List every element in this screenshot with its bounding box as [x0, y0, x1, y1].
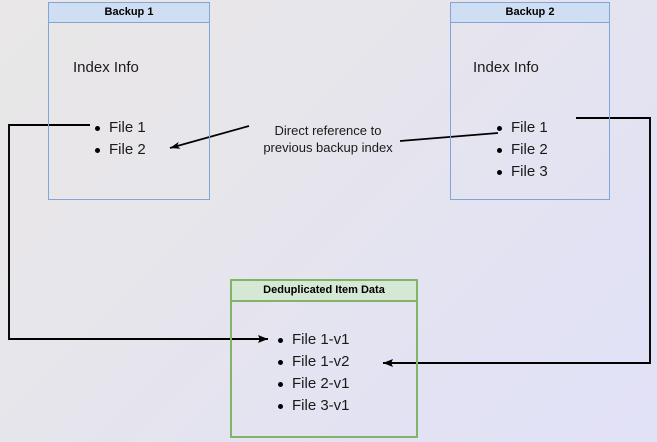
node-deduplicated-item-data[interactable]: Deduplicated Item Data File 1-v1 File 1-…: [230, 279, 418, 438]
node-deduplicated-item-data-title: Deduplicated Item Data: [232, 281, 416, 302]
backup-1-file-list: File 1 File 2: [93, 117, 146, 161]
node-backup-1[interactable]: Backup 1 Index Info File 1 File 2: [48, 2, 210, 200]
dedup-file-list: File 1-v1 File 1-v2 File 2-v1 File 3-v1: [276, 329, 350, 417]
node-backup-2-body: Index Info File 1 File 2 File 3: [451, 23, 609, 199]
list-item: File 3-v1: [276, 395, 350, 417]
edge-label-direct-reference: Direct reference to previous backup inde…: [263, 123, 393, 155]
list-item: File 1: [93, 117, 146, 139]
list-item: File 2-v1: [276, 373, 350, 395]
node-backup-1-body: Index Info File 1 File 2: [49, 23, 209, 199]
list-item: File 1-v2: [276, 351, 350, 373]
list-item: File 1: [495, 117, 548, 139]
backup-2-index-info-label: Index Info: [473, 59, 539, 76]
node-backup-2-title: Backup 2: [451, 3, 609, 23]
backup-2-file-list: File 1 File 2 File 3: [495, 117, 548, 183]
list-item: File 3: [495, 161, 548, 183]
list-item: File 2: [93, 139, 146, 161]
backup-1-index-info-label: Index Info: [73, 59, 139, 76]
list-item: File 2: [495, 139, 548, 161]
node-deduplicated-item-data-body: File 1-v1 File 1-v2 File 2-v1 File 3-v1: [232, 302, 416, 436]
node-backup-2[interactable]: Backup 2 Index Info File 1 File 2 File 3: [450, 2, 610, 200]
list-item: File 1-v1: [276, 329, 350, 351]
node-backup-1-title: Backup 1: [49, 3, 209, 23]
